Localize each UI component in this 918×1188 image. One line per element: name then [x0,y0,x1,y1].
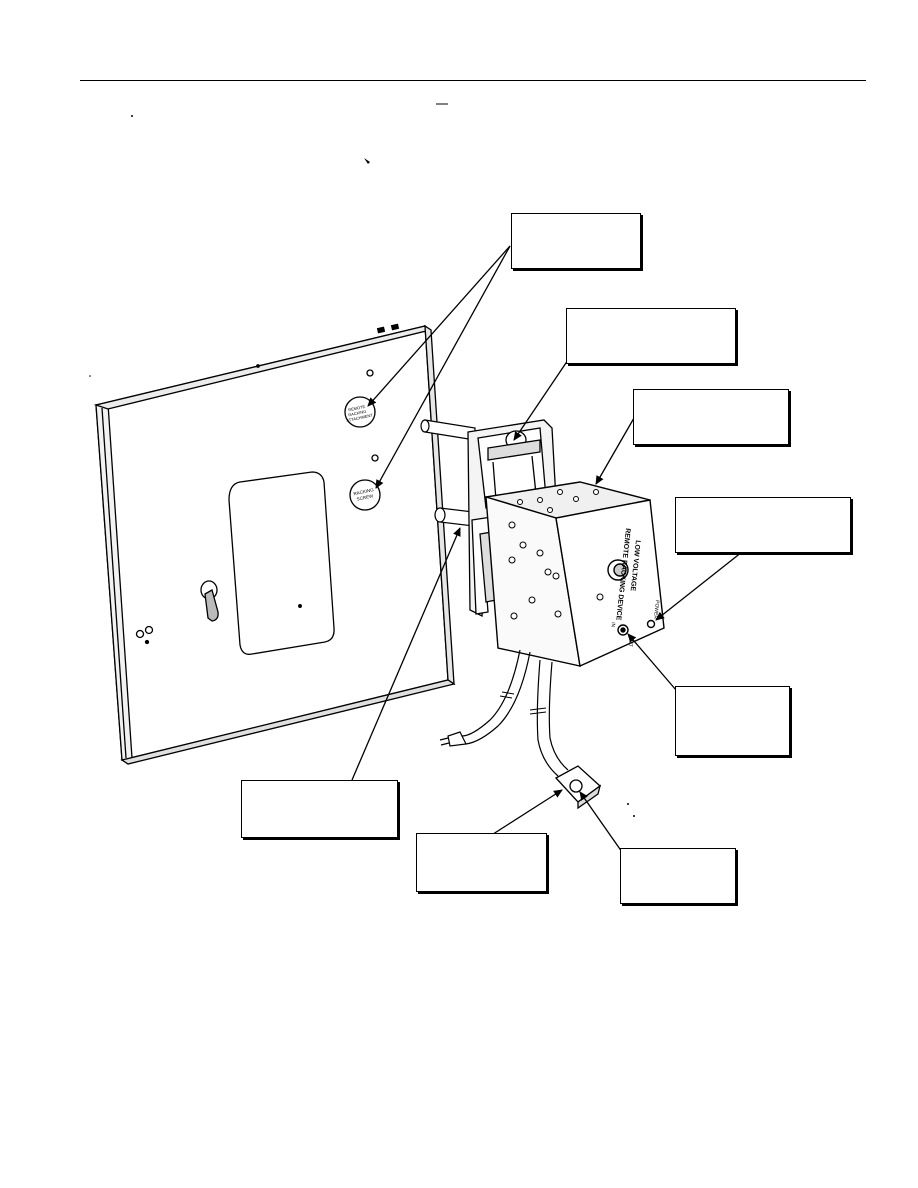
leader-guide-pin [351,527,461,781]
callout-guide-pin [241,780,398,838]
callout-pendant-button [620,848,736,904]
callout-in-out-switch [675,686,790,756]
leader-lines [351,245,743,853]
leader-pendant-button [579,791,623,853]
callout-bracket [566,308,736,364]
callout-power-switch [675,497,851,553]
leader-pendant [489,789,563,837]
mounting-bracket [467,419,557,618]
in-label: IN [609,622,616,628]
pendant-control [554,765,602,810]
port-labels: REMOTE RACKING ATTACHMENT RACKING SCREW [346,404,375,502]
header-rule [80,80,866,81]
leader-housing [595,417,635,485]
device-housing [485,481,665,668]
leader-in-out-switch [627,633,677,691]
power-label: POWER [652,600,660,620]
callout-housing [633,389,789,445]
leader-power-switch [655,551,743,621]
leader-ports-lower [375,245,511,489]
port-lower-label-line2: SCREW [356,493,374,502]
scan-specks [89,103,635,817]
port-upper-label-line3: ATTACHMENT [346,412,374,423]
callout-pendant [416,833,547,892]
port-upper-label-line1: REMOTE [348,404,366,413]
callout-ports [511,213,641,269]
leader-bracket [513,359,569,441]
cables [439,649,569,777]
leader-ports-upper [367,245,511,407]
breaker-door [93,323,456,765]
port-lower-label-line1: RACKING [353,487,375,496]
port-upper-label-line2: RACKING [348,409,367,418]
